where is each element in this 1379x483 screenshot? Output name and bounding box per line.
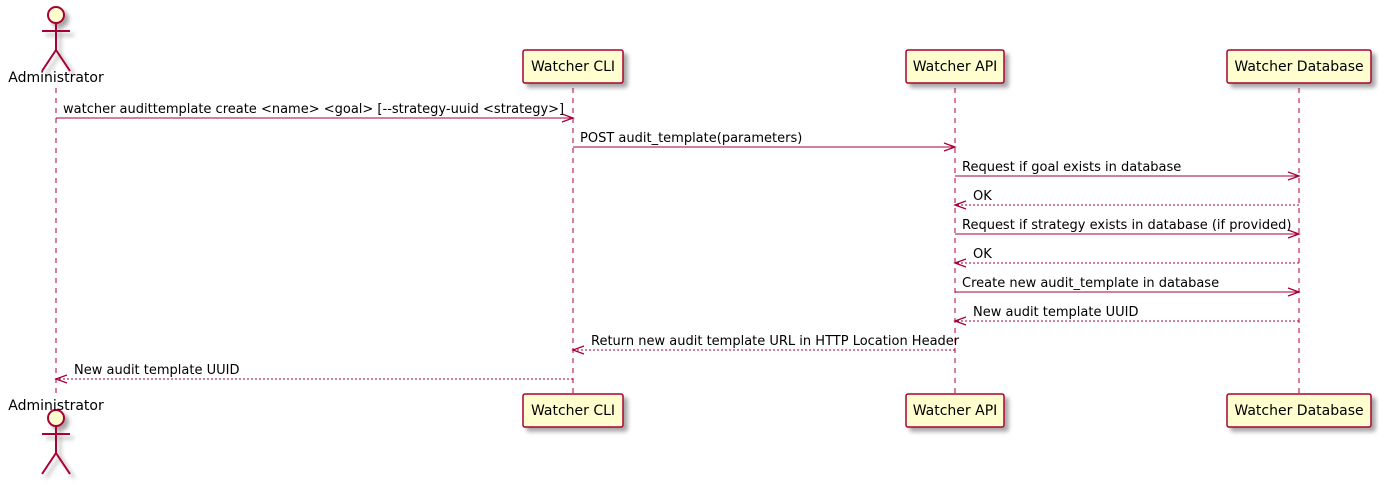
participant-box-watcher-database-bottom: Watcher Database bbox=[1226, 393, 1372, 428]
arrowhead-icon bbox=[1287, 229, 1301, 239]
participant-box-watcher-api-bottom: Watcher API bbox=[905, 393, 1005, 428]
message-7: Create new audit_template in database bbox=[955, 276, 1301, 297]
actor-icon bbox=[41, 409, 71, 475]
participant-label: Watcher API bbox=[913, 59, 998, 75]
participant-box-watcher-api-top: Watcher API bbox=[905, 49, 1005, 84]
participant-box-watcher-cli-bottom: Watcher CLI bbox=[522, 393, 624, 428]
message-label: Request if goal exists in database bbox=[962, 160, 1181, 175]
participant-label: Watcher Database bbox=[1234, 403, 1363, 419]
message-label: OK bbox=[973, 247, 992, 262]
message-label: New audit template UUID bbox=[74, 363, 239, 378]
participant-label: Watcher Database bbox=[1234, 59, 1363, 75]
actor-administrator-top: Administrator bbox=[8, 6, 104, 86]
message-label: OK bbox=[973, 189, 992, 204]
message-3: Request if goal exists in database bbox=[955, 160, 1301, 181]
participant-label: Watcher API bbox=[913, 403, 998, 419]
message-2: POST audit_template(parameters) bbox=[573, 131, 957, 152]
arrowhead-icon bbox=[571, 345, 585, 355]
participant-label: Watcher CLI bbox=[531, 403, 615, 419]
arrowhead-icon bbox=[54, 374, 68, 384]
actor-administrator-bottom: Administrator bbox=[8, 398, 104, 475]
message-label: Request if strategy exists in database (… bbox=[962, 218, 1291, 233]
message-10: New audit template UUID bbox=[54, 363, 573, 384]
actor-name: Administrator bbox=[8, 70, 104, 86]
arrowhead-icon bbox=[1287, 171, 1301, 181]
message-8: New audit template UUID bbox=[953, 305, 1299, 326]
message-9: Return new audit template URL in HTTP Lo… bbox=[571, 334, 960, 355]
message-label: New audit template UUID bbox=[973, 305, 1138, 320]
message-5: Request if strategy exists in database (… bbox=[955, 218, 1301, 239]
message-1: watcher audittemplate create <name> <goa… bbox=[56, 102, 575, 123]
arrowhead-icon bbox=[953, 316, 967, 326]
message-label: POST audit_template(parameters) bbox=[580, 131, 802, 146]
arrowhead-icon bbox=[1287, 287, 1301, 297]
participant-box-watcher-cli-top: Watcher CLI bbox=[522, 49, 624, 84]
message-4: OK bbox=[953, 189, 1299, 210]
arrowhead-icon bbox=[943, 142, 957, 152]
message-label: Create new audit_template in database bbox=[962, 276, 1219, 291]
message-label: Return new audit template URL in HTTP Lo… bbox=[591, 334, 960, 349]
participant-label: Watcher CLI bbox=[531, 59, 615, 75]
actor-name: Administrator bbox=[8, 398, 104, 414]
message-6: OK bbox=[953, 247, 1299, 268]
message-label: watcher audittemplate create <name> <goa… bbox=[63, 102, 564, 117]
participant-box-watcher-database-top: Watcher Database bbox=[1226, 49, 1372, 84]
arrowhead-icon bbox=[953, 200, 967, 210]
arrowhead-icon bbox=[561, 113, 575, 123]
arrowhead-icon bbox=[953, 258, 967, 268]
actor-icon bbox=[41, 6, 71, 72]
